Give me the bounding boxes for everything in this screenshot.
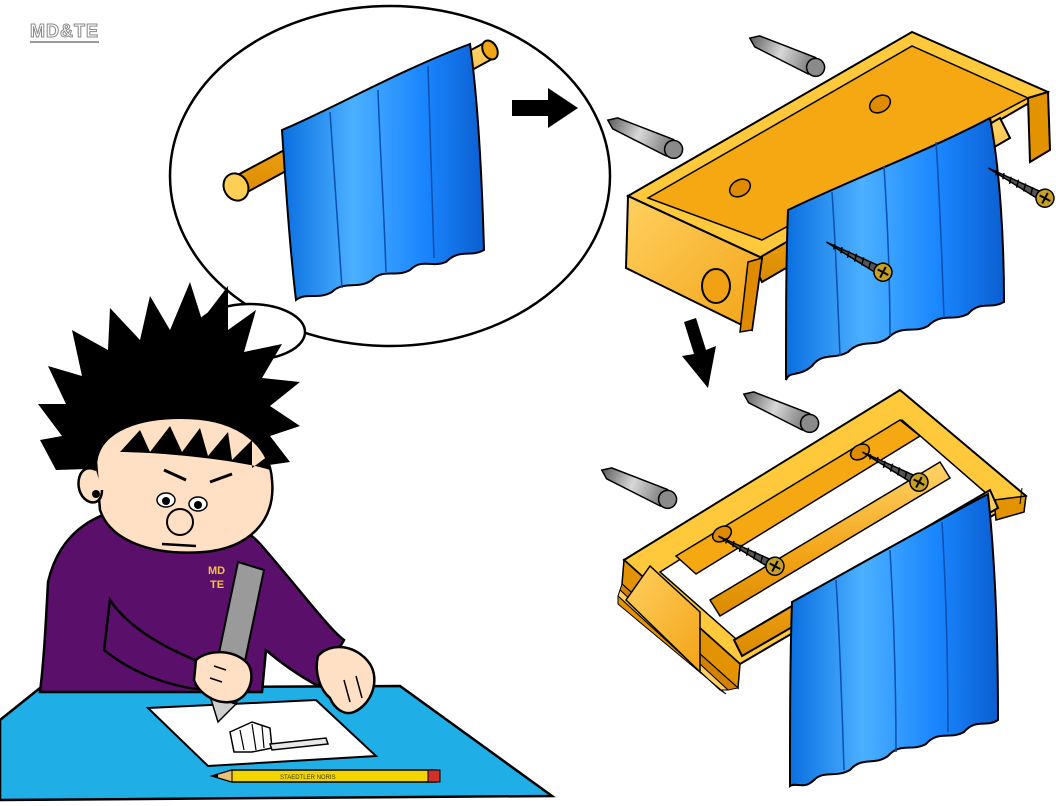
right-hand [192,651,253,704]
shirt-text-te: TE [210,579,224,591]
screw-top-2 [988,167,1055,208]
wall-plug-top-2 [606,117,684,160]
bubble-towel [280,42,486,302]
pencil: STAEDTLER NORIS [209,769,441,783]
screw-bottom-1 [862,451,929,492]
wall-plug-bottom-1 [742,391,820,434]
towel-holder-bottom [617,388,1028,788]
screw-bottom-2 [718,535,785,576]
mdte-logo: MD&TE [30,21,99,43]
arrow-down-icon [682,318,716,388]
screw-top-1 [826,241,893,282]
desk: STAEDTLER NORIS [0,684,556,802]
nose [166,508,194,536]
wall-plug-top-1 [748,35,826,78]
shirt-text-md: MD [208,565,225,577]
wall-plug-bottom-2 [600,467,678,510]
pencil-brand-text: STAEDTLER NORIS [280,775,336,781]
left-hand [315,645,376,715]
student-character: MD TE [38,282,376,724]
arrow-right-icon [512,88,578,128]
towel-holder-top [624,30,1052,381]
